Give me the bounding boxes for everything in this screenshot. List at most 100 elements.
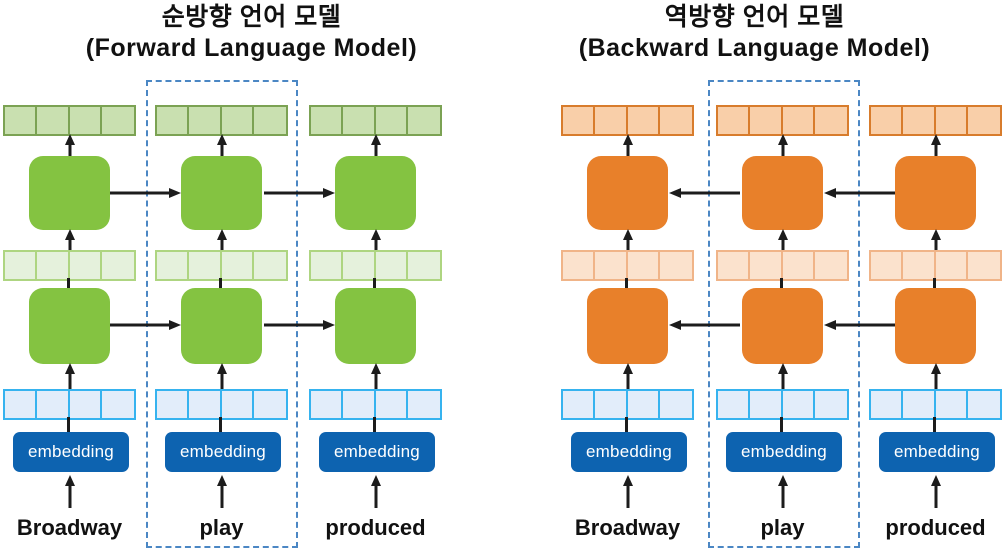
backward-recurrent-arrow-layer2-col2-col1 (668, 186, 740, 200)
vector-cell (70, 391, 102, 418)
vector-cell (70, 107, 102, 134)
backward-rnn-layer2-produced (895, 156, 976, 230)
forward-recurrent-arrow-layer1-col2-col3 (264, 318, 336, 332)
vector-cell (815, 107, 847, 134)
forward-recurrent-arrow-layer1-col1-col2 (110, 318, 182, 332)
vector-cell (157, 107, 190, 134)
vector-cell (660, 391, 692, 418)
backward-rnn-layer1-produced (895, 288, 976, 364)
backward-recurrent-arrow-layer1-col3-col2 (823, 318, 895, 332)
arrow-up-input-to-rnn1-broadway (63, 362, 77, 390)
vector-cell (254, 252, 286, 279)
vector-cell (628, 107, 660, 134)
vector-cell (936, 391, 968, 418)
vector-cell (189, 107, 222, 134)
forward-output-vector-play (155, 105, 288, 136)
backward-panel-title-english: (Backward Language Model) (578, 34, 931, 62)
backward-embedding-box-broadway[interactable]: embedding (571, 432, 687, 472)
forward-input-vector-produced (309, 389, 442, 420)
backward-embedding-box-produced[interactable]: embedding (879, 432, 995, 472)
forward-recurrent-arrow-layer2-col2-col3 (264, 186, 336, 200)
vector-cell (563, 391, 596, 418)
forward-embedding-box-play[interactable]: embedding (165, 432, 281, 472)
forward-recurrent-arrow-layer2-col1-col2 (110, 186, 182, 200)
vector-cell (408, 252, 440, 279)
arrow-up-input-to-rnn1-produced (369, 362, 383, 390)
backward-word-produced: produced (885, 515, 986, 540)
connector-embedding-to-input-produced (933, 417, 936, 433)
vector-cell (783, 252, 815, 279)
forward-output-vector-produced (309, 105, 442, 136)
vector-cell (968, 107, 1000, 134)
vector-cell (595, 252, 628, 279)
forward-word-produced: produced (325, 515, 426, 540)
arrow-up-word-to-embedding-play (776, 474, 790, 508)
connector-rnn1-to-hidden-produced (933, 278, 936, 290)
vector-cell (595, 391, 628, 418)
forward-rnn-layer1-play (181, 288, 262, 364)
forward-input-vector-broadway (3, 389, 136, 420)
vector-cell (5, 391, 38, 418)
vector-cell (628, 391, 660, 418)
vector-cell (660, 252, 692, 279)
connector-rnn1-to-hidden-produced (373, 278, 376, 290)
connector-embedding-to-input-broadway (67, 417, 70, 433)
forward-rnn-layer2-play (181, 156, 262, 230)
connector-embedding-to-input-produced (373, 417, 376, 433)
vector-cell (750, 391, 783, 418)
vector-cell (750, 252, 783, 279)
backward-input-vector-produced (869, 389, 1002, 420)
forward-embedding-box-produced[interactable]: embedding (319, 432, 435, 472)
backward-hidden-vector-broadway (561, 250, 694, 281)
connector-rnn1-to-hidden-broadway (67, 278, 70, 290)
forward-focus-highlight-box (146, 80, 298, 548)
vector-cell (5, 252, 38, 279)
forward-language-model-panel: 순방향 언어 모델 (Forward Language Model) (3, 3, 442, 548)
vector-cell (343, 391, 376, 418)
arrow-up-word-to-embedding-produced (369, 474, 383, 508)
vector-cell (5, 107, 38, 134)
forward-rnn-layer1-broadway (29, 288, 110, 364)
vector-cell (222, 391, 254, 418)
backward-input-vector-broadway (561, 389, 694, 420)
backward-rnn-layer2-play (742, 156, 823, 230)
vector-cell (718, 107, 751, 134)
backward-language-model-panel: 역방향 언어 모델 (Backward Language Model) (503, 0, 1006, 559)
vector-cell (157, 252, 190, 279)
backward-rnn-layer1-broadway (587, 288, 668, 364)
vector-cell (37, 107, 70, 134)
backward-embedding-box-play[interactable]: embedding (726, 432, 842, 472)
vector-cell (189, 391, 222, 418)
forward-panel-title-english: (Forward Language Model) (85, 34, 418, 62)
vector-cell (37, 391, 70, 418)
vector-cell (311, 391, 344, 418)
forward-hidden-vector-produced (309, 250, 442, 281)
vector-cell (563, 107, 596, 134)
backward-word-broadway: Broadway (574, 515, 681, 540)
arrow-up-word-to-embedding-broadway (63, 474, 77, 508)
backward-hidden-vector-produced (869, 250, 1002, 281)
forward-panel-title-korean: 순방향 언어 모델 (161, 3, 342, 31)
vector-cell (311, 252, 344, 279)
backward-focus-highlight-box (708, 80, 860, 548)
vector-cell (783, 391, 815, 418)
connector-embedding-to-input-broadway (625, 417, 628, 433)
vector-cell (783, 107, 815, 134)
forward-rnn-layer2-broadway (29, 156, 110, 230)
backward-output-vector-play (716, 105, 849, 136)
vector-cell (628, 252, 660, 279)
connector-rnn1-to-hidden-play (780, 278, 783, 290)
vector-cell (936, 107, 968, 134)
arrow-up-word-to-embedding-broadway (621, 474, 635, 508)
backward-panel-title-korean: 역방향 언어 모델 (664, 3, 845, 31)
arrow-up-input-to-rnn1-produced (929, 362, 943, 390)
vector-cell (189, 252, 222, 279)
forward-hidden-vector-play (155, 250, 288, 281)
backward-rnn-layer1-play (742, 288, 823, 364)
forward-embedding-box-broadway[interactable]: embedding (13, 432, 129, 472)
backward-hidden-vector-play (716, 250, 849, 281)
vector-cell (815, 252, 847, 279)
connector-rnn1-to-hidden-play (219, 278, 222, 290)
vector-cell (595, 107, 628, 134)
vector-cell (157, 391, 190, 418)
